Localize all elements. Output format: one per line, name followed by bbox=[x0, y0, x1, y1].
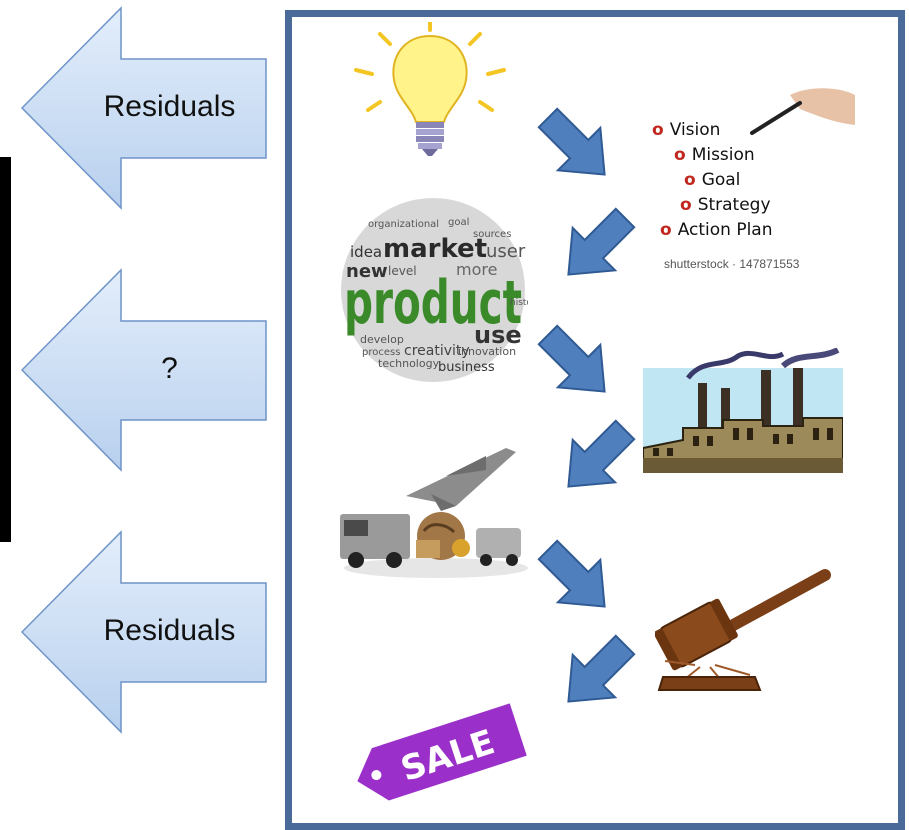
left-arrow-shape bbox=[20, 530, 267, 734]
strategy-text: Strategy bbox=[697, 195, 771, 215]
writing-hand-icon bbox=[750, 88, 855, 135]
left-arrow-shape bbox=[20, 268, 267, 472]
action-plan-text: Action Plan bbox=[677, 220, 773, 240]
arrow-label: Residuals bbox=[103, 614, 236, 647]
transport-icon bbox=[336, 436, 531, 581]
product-word: product bbox=[344, 268, 522, 338]
svg-text:business: business bbox=[438, 360, 495, 375]
sale-tag-icon: SALE bbox=[345, 688, 530, 803]
black-strip bbox=[0, 157, 11, 542]
shutterstock-caption: shutterstock · 147871553 bbox=[664, 257, 800, 271]
svg-text:organizational: organizational bbox=[368, 219, 439, 230]
svg-text:goal: goal bbox=[448, 217, 469, 228]
goal-text: Goal bbox=[701, 170, 741, 190]
side-arrow-question: ? bbox=[20, 268, 270, 473]
arrow-label: Residuals bbox=[103, 90, 236, 123]
side-arrow-residuals-top: Residuals bbox=[20, 6, 270, 211]
svg-text:more: more bbox=[456, 260, 497, 279]
svg-text:user: user bbox=[486, 241, 526, 262]
svg-text:idea: idea bbox=[350, 243, 382, 261]
svg-text:level: level bbox=[388, 264, 417, 278]
arrow-label: ? bbox=[161, 352, 178, 385]
svg-text:innovation: innovation bbox=[458, 345, 516, 358]
svg-text:use: use bbox=[474, 321, 522, 349]
svg-text:develop: develop bbox=[360, 333, 404, 346]
lightbulb-icon bbox=[350, 20, 510, 162]
svg-text:sources: sources bbox=[473, 229, 511, 240]
svg-text:process: process bbox=[362, 347, 400, 358]
market-word: market bbox=[383, 234, 487, 264]
svg-text:new: new bbox=[346, 261, 388, 282]
product-word-cloud: organizational goal sources idea market … bbox=[338, 195, 542, 385]
gavel-icon bbox=[653, 565, 835, 700]
factory-icon bbox=[642, 347, 844, 473]
vision-text: Vision bbox=[669, 120, 721, 140]
svg-text:technology: technology bbox=[378, 357, 440, 370]
svg-text:creativity: creativity bbox=[404, 343, 470, 359]
side-arrow-residuals-bottom: Residuals bbox=[20, 530, 270, 735]
mission-text: Mission bbox=[691, 145, 755, 165]
left-arrow-shape bbox=[20, 6, 267, 210]
svg-text:history: history bbox=[510, 298, 528, 308]
